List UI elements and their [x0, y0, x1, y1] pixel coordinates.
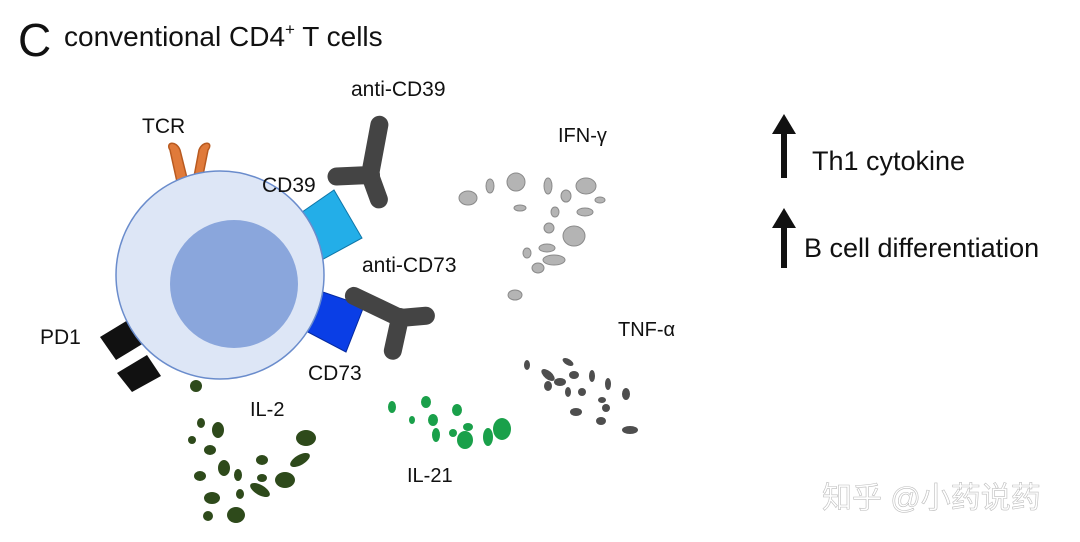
t-cell-nucleus — [170, 220, 298, 348]
ifn-gamma-particles — [458, 172, 606, 301]
tnf-alpha-particles — [524, 358, 638, 434]
title-end: T cells — [295, 21, 383, 52]
anti-cd39-antibody — [327, 115, 389, 209]
title-main: conventional CD4 — [64, 21, 285, 52]
anti-cd39-label: anti-CD39 — [351, 78, 446, 101]
effect-label-b-cell: B cell differentiation — [804, 233, 1039, 263]
ifn-gamma-label: IFN-γ — [558, 125, 607, 147]
up-arrow-icon — [772, 208, 796, 268]
watermark: 知乎 @小药说药 — [822, 482, 1041, 515]
panel-title: conventional CD4+ T cells — [64, 20, 383, 52]
effect-label-th1: Th1 cytokine — [812, 146, 965, 176]
panel-letter: C — [18, 14, 51, 66]
anti-cd73-label: anti-CD73 — [362, 254, 457, 277]
il2-particles — [188, 380, 316, 523]
anti-cd73-antibody — [344, 286, 435, 360]
cd73-label: CD73 — [308, 362, 362, 385]
tcr-label: TCR — [142, 115, 185, 138]
title-superscript: + — [285, 20, 295, 39]
pd1-label: PD1 — [40, 326, 81, 349]
cd39-label: CD39 — [262, 174, 316, 197]
il21-particles — [388, 396, 511, 449]
il21-label: IL-21 — [407, 465, 453, 487]
il2-label: IL-2 — [250, 399, 284, 421]
tnf-alpha-label: TNF-α — [618, 319, 675, 341]
up-arrow-icon — [772, 114, 796, 178]
